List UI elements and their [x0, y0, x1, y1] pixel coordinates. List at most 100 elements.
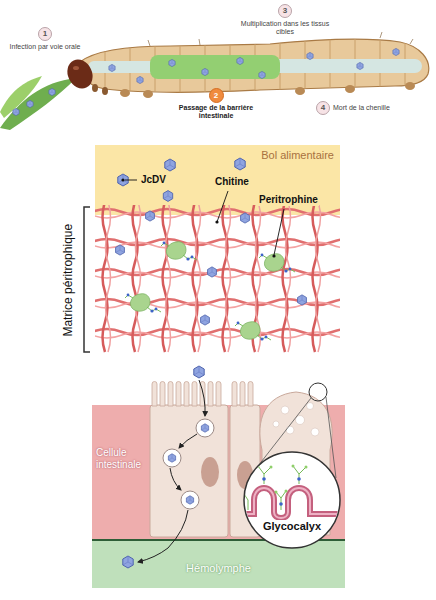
illustration-part	[199, 380, 205, 416]
glycocalyx-inset: Glycocalyx	[244, 452, 340, 548]
illustration-part	[311, 428, 319, 436]
illustration-part	[121, 178, 124, 181]
illustration-part	[146, 211, 155, 221]
illustration-part	[105, 30, 405, 100]
illustration-part	[295, 87, 305, 95]
illustration-part	[286, 426, 294, 434]
peritrophic-matrix	[95, 205, 340, 352]
step-caption: Passage de la barrière intestinale	[168, 104, 264, 121]
step-caption: Mort de la chenille	[333, 104, 417, 112]
plant-leaves	[0, 76, 76, 130]
illustration-part	[281, 406, 289, 414]
step-caption: Multiplication dans les tissus cibles	[235, 20, 335, 37]
illustration-part	[88, 30, 422, 100]
step-marker: 3Multiplication dans les tissus cibles	[235, 4, 335, 37]
leader-lines	[84, 178, 284, 352]
illustration-part	[305, 466, 308, 469]
step-marker: 1Infection par voie orale	[6, 27, 84, 52]
hemolymph-band: Hémolymphe	[92, 540, 345, 588]
illustration-part	[270, 466, 273, 469]
illustration-part	[179, 434, 197, 448]
illustration-part	[165, 159, 175, 171]
illustration-part	[150, 405, 228, 537]
illustration-part	[307, 52, 313, 59]
illustration-part	[84, 207, 90, 352]
illustration-part	[307, 403, 314, 410]
illustration-part	[240, 488, 345, 518]
illustration-part	[259, 254, 295, 273]
illustration-part	[163, 191, 172, 202]
illustration-part	[345, 85, 355, 93]
illustration-part	[125, 180, 137, 181]
illustration-part	[120, 89, 130, 97]
illustration-part	[244, 452, 340, 548]
illustration-part	[262, 477, 266, 481]
band-label: Hémolymphe	[92, 562, 345, 575]
step-marker: 2Passage de la barrière intestinale	[168, 88, 264, 122]
illustration-part	[163, 449, 181, 467]
illustration-part	[201, 457, 219, 487]
bracket-label: Matrice péritrophique	[61, 224, 75, 337]
illustration-part	[217, 191, 228, 222]
illustration-part	[235, 322, 271, 341]
illustration-part	[106, 205, 321, 352]
illustration-part	[143, 90, 153, 98]
illustration-part	[202, 68, 208, 75]
illustration-part	[103, 205, 318, 352]
illustration-part	[274, 209, 284, 255]
part-label: Peritrophine	[258, 194, 319, 206]
illustration-part	[272, 254, 275, 257]
part-label: JcDV	[140, 174, 167, 186]
illustration-part	[92, 540, 345, 588]
illustration-part	[0, 76, 42, 118]
region-label: Cellule intestinale	[96, 447, 148, 471]
illustration-part	[150, 55, 280, 79]
illustration-part	[73, 66, 79, 70]
illustration-part	[88, 61, 158, 73]
glycocalyx-magnifier	[240, 383, 345, 548]
callout-number: 4	[316, 101, 330, 115]
illustration-part	[393, 48, 399, 55]
illustration-part	[152, 382, 221, 407]
illustration-part	[13, 108, 19, 115]
illustration-part	[80, 39, 429, 92]
caterpillar	[63, 30, 429, 100]
illustration-part	[257, 465, 260, 468]
callout-number: 1	[38, 27, 52, 41]
illustration-part	[232, 382, 253, 407]
illustration-part	[235, 158, 245, 170]
illustration-part	[92, 84, 98, 92]
illustration-part	[298, 295, 307, 305]
illustration-part	[357, 62, 363, 69]
part-label: Chitine	[214, 176, 250, 188]
band-label: Bol alimentaire	[261, 149, 334, 162]
illustration-part	[240, 465, 345, 519]
illustration-part	[240, 488, 345, 518]
illustration-part	[161, 242, 197, 261]
illustration-part	[272, 59, 422, 73]
illustration-part	[296, 416, 305, 425]
illustration-part	[309, 383, 327, 401]
illustration-part	[208, 267, 217, 277]
food-bolus	[95, 145, 340, 215]
illustration-part	[95, 145, 340, 215]
illustration-part	[109, 64, 115, 71]
illustration-part	[125, 294, 161, 313]
illustration-part	[102, 87, 108, 95]
illustration-part	[259, 71, 265, 78]
illustration-part	[63, 55, 97, 92]
illustration-part	[275, 491, 278, 494]
illustration-part	[273, 421, 279, 427]
illustration-part	[244, 466, 306, 510]
illustration-part	[49, 88, 55, 95]
illustration-part	[170, 468, 181, 490]
illustration-part	[405, 82, 415, 90]
illustration-part	[279, 502, 283, 506]
illustration-part	[194, 366, 204, 378]
illustration-part	[138, 510, 188, 562]
illustration-part	[27, 100, 33, 107]
callout-number: 3	[278, 4, 292, 18]
illustration-part	[196, 419, 214, 437]
illustration-part	[237, 57, 243, 64]
illustration-part	[137, 76, 143, 83]
